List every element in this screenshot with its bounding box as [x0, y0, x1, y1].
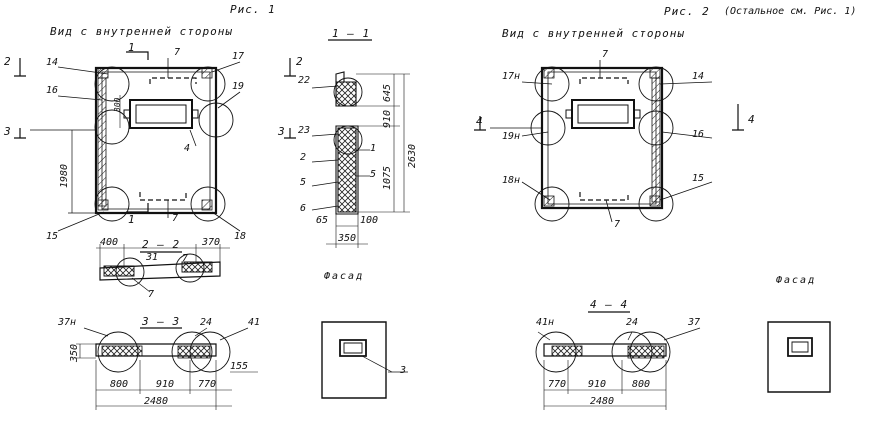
fig1-section-3-3 [76, 328, 258, 410]
fig1-cut-3-left: 3 [4, 125, 12, 138]
fig2-callout-16: 16 [692, 129, 705, 140]
fig2-callout-15: 15 [692, 173, 705, 184]
fig1-dim-2630: 2630 [407, 143, 418, 168]
fig1-callout-37n: 37н [58, 317, 77, 328]
fig1-callout-16: 16 [46, 85, 59, 96]
fig1-dim-770: 770 [198, 379, 217, 390]
fig2-cut-4-right: 4 [748, 113, 756, 126]
fig2-section-4-4-title: 4 — 4 [590, 298, 629, 311]
fig1-callout-23: 23 [298, 125, 311, 136]
fig1-dim-910-vert: 910 [382, 109, 393, 128]
fig2-section-4-4 [536, 312, 700, 410]
fig1-dim-370: 370 [202, 237, 221, 248]
fig2-callout-7-top: 7 [602, 49, 609, 60]
fig2-callout-24: 24 [626, 317, 639, 328]
fig2-panel-view [474, 60, 744, 222]
fig1-dim-155: 155 [230, 361, 249, 372]
fig1-facade [322, 322, 408, 398]
fig1-section-2-2-title: 2 — 2 [142, 238, 181, 251]
fig1-callout-19: 19 [232, 81, 245, 92]
fig1-callout-17: 17 [232, 51, 245, 62]
fig2-dim-770: 770 [548, 379, 567, 390]
fig1-dim-910: 910 [156, 379, 175, 390]
fig1-section-1-1-title: 1 — 1 [332, 27, 371, 40]
fig1-callout-2: 2 [300, 152, 307, 163]
fig1-dim-350-s33: 350 [69, 343, 80, 362]
fig1-callout-6: 6 [300, 203, 307, 214]
fig2-callout-17n: 17н [502, 71, 521, 82]
fig2-note: (Остальное см. Рис. 1) [724, 6, 857, 17]
fig1-callout-5-left: 5 [300, 177, 307, 188]
fig2-subtitle: Вид с внутренней стороны [502, 27, 685, 40]
fig2-title: Рис. 2 [664, 5, 710, 18]
fig1-dim-645: 645 [382, 83, 393, 102]
fig1-callout-4: 4 [184, 143, 191, 154]
fig1-panel-view [14, 52, 296, 231]
fig1-dim-100: 100 [360, 215, 379, 226]
fig1-callout-22: 22 [298, 75, 311, 86]
fig1-dim-350-s11: 350 [338, 233, 357, 244]
fig1-cut-1-bottom: 1 [128, 213, 136, 226]
fig1-dim-800: 800 [110, 379, 129, 390]
fig2-cut-4-left: 4 [476, 115, 484, 128]
fig1-callout-18: 18 [234, 231, 247, 242]
fig1-dim-1980: 1980 [59, 163, 70, 188]
fig2-dim-2480: 2480 [590, 396, 615, 407]
fig1-callout-14: 14 [46, 57, 59, 68]
fig1-callout-1: 1 [370, 143, 377, 154]
fig1-callout-24: 24 [200, 317, 213, 328]
fig1-callout-3: 3 [400, 365, 407, 376]
fig1-callout-7-bottom: 7 [172, 213, 179, 224]
fig2-facade [768, 322, 830, 392]
fig2-callout-41n: 41н [536, 317, 555, 328]
fig1-section-3-3-title: 3 — 3 [142, 315, 181, 328]
fig2-facade-title: Фасад [776, 275, 817, 286]
fig1-cut-2-left: 2 [4, 55, 12, 68]
fig1-callout-15: 15 [46, 231, 59, 242]
fig1-cut-3-right: 3 [278, 125, 286, 138]
fig1-section-2-2 [96, 244, 230, 292]
fig2-dim-800: 800 [632, 379, 651, 390]
fig1-callout-5-right: 5 [370, 169, 377, 180]
fig1-section-1-1 [312, 40, 410, 248]
fig2-dim-910: 910 [588, 379, 607, 390]
fig1-callout-7-top: 7 [174, 47, 181, 58]
fig1-facade-title: Фасад [324, 271, 365, 282]
fig1-cut-1-top: 1 [128, 41, 136, 54]
fig1-title: Рис. 1 [230, 3, 276, 16]
fig1-cut-2-right: 2 [296, 55, 304, 68]
fig2-callout-18n: 18н [502, 175, 521, 186]
fig2-callout-14: 14 [692, 71, 705, 82]
fig1-callout-31: 31 [146, 252, 159, 263]
fig1-callout-41: 41 [248, 317, 261, 328]
fig1-dim-65: 65 [316, 215, 329, 226]
fig1-dim-300: 300 [113, 97, 122, 112]
fig1-callout-7-s22a: 7 [182, 253, 189, 264]
fig1-subtitle: Вид с внутренней стороны [50, 25, 233, 38]
fig2-callout-37: 37 [688, 317, 701, 328]
fig2-callout-7-bottom: 7 [614, 219, 621, 230]
fig1-callout-7-s22b: 7 [148, 289, 155, 300]
fig2-callout-19n: 19н [502, 131, 521, 142]
fig1-dim-2480: 2480 [144, 396, 169, 407]
fig1-dim-400: 400 [100, 237, 119, 248]
fig1-dim-1075: 1075 [382, 165, 393, 190]
